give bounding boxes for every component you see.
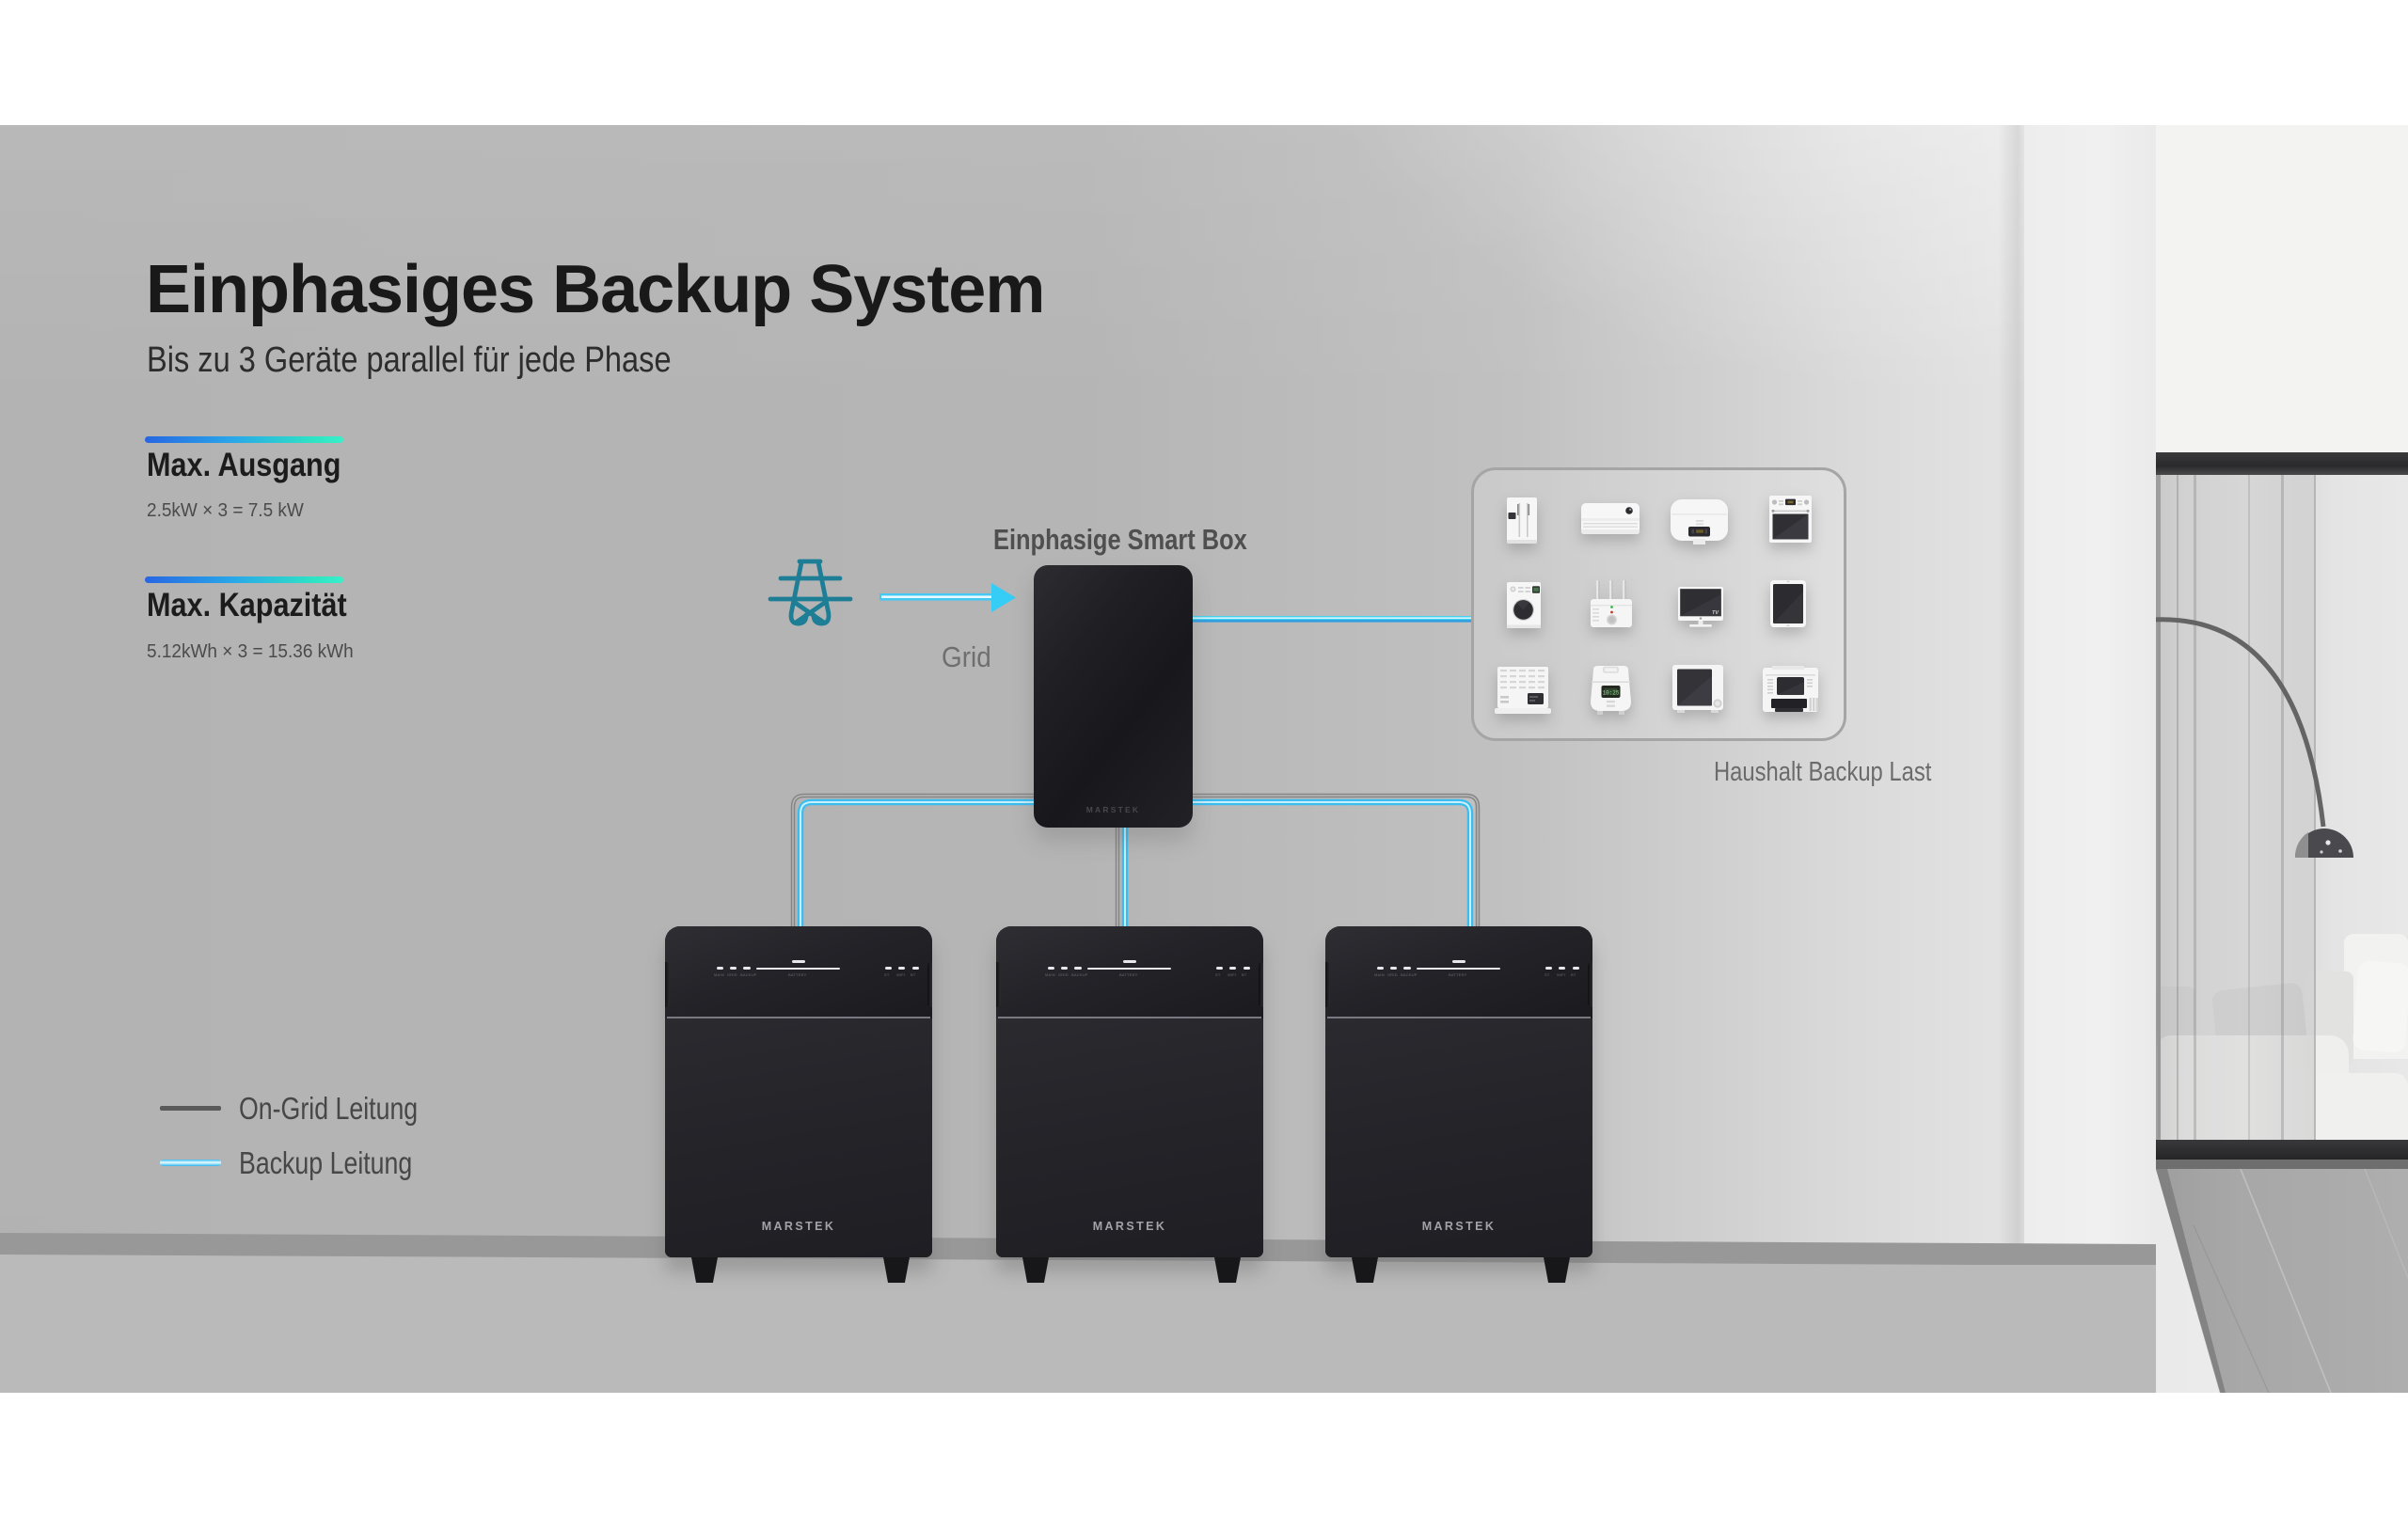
svg-text:TV: TV [1712,610,1719,616]
svg-text:10:25: 10:25 [1602,689,1619,696]
